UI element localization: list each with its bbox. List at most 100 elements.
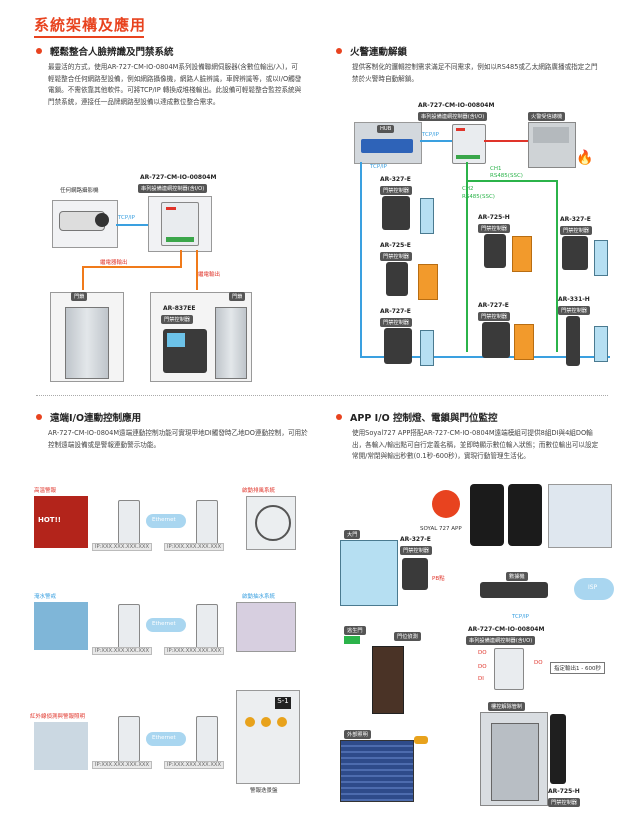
elevator-label: 樓控解除管制 <box>488 702 526 711</box>
door-icon <box>512 236 532 272</box>
exit-sign-icon <box>344 636 360 644</box>
row-right-label: 警報迭景盤 <box>250 788 278 794</box>
fire-alarm-panel-icon <box>528 122 576 168</box>
gate-label: 大門 <box>344 530 361 539</box>
section-divider <box>36 395 608 396</box>
face-reader-icon <box>163 329 207 373</box>
ethernet-cloud-icon: Ethernet <box>146 514 186 528</box>
tcpip-label: TCP/IP <box>118 215 135 221</box>
slim-reader-icon <box>550 714 566 784</box>
io-controller-icon <box>161 202 199 246</box>
door-icon <box>514 324 534 360</box>
timer-label: 指定輸出1 - 600秒 <box>550 662 605 674</box>
ethernet-cloud-icon: Ethernet <box>146 618 186 632</box>
door-panel-right: 門鎖 AR-837EE 門禁控制器 <box>150 292 252 382</box>
bullet-icon <box>36 414 42 420</box>
section-heading-fire-alarm: 火警連動解鎖 <box>336 44 407 58</box>
fan-unit-icon <box>246 496 296 550</box>
exit-door-icon <box>372 646 404 714</box>
device-model: AR-727-CM-IO-00804M <box>140 174 217 181</box>
relay-output-label-2: 繼電輸出 <box>198 272 221 278</box>
door-icon <box>65 307 109 379</box>
door-icon <box>594 240 608 276</box>
phone-screen-icon <box>508 484 542 546</box>
card-reader-icon <box>484 234 506 268</box>
ip-label: IP:XXX.XXX.XXX.XXX <box>92 543 152 551</box>
section-heading-remote-io: 遠端I/O連動控制應用 <box>36 410 141 424</box>
door-icon <box>418 264 438 300</box>
tcpip-link <box>116 224 150 226</box>
relay-output-label: 繼電器輸出 <box>100 260 128 266</box>
light-label: 外部照明 <box>344 730 371 739</box>
hub-panel: HUB <box>354 122 422 164</box>
section-paragraph: 最靈活的方式，使用AR-727-CM-IO-0804M系列設備聯網伺服器(含數位… <box>48 63 302 106</box>
app-logo-icon <box>432 490 460 518</box>
io-controller-icon <box>452 124 486 164</box>
io-controller-icon <box>196 716 218 762</box>
bullet-icon <box>336 414 342 420</box>
row-left-label: 淹水警戒 <box>34 594 57 600</box>
pump-icon <box>236 602 296 652</box>
phone-screen-icon <box>470 484 504 546</box>
door-icon <box>420 330 434 366</box>
bullet-icon <box>336 48 342 54</box>
modem-icon <box>480 582 548 598</box>
door-panel-left: 門鎖 <box>50 292 124 382</box>
door-icon <box>215 307 247 379</box>
section-paragraph: AR-727-CM-IO-0804M遠端連動控制功能可實現甲地DI觸發時乙地DO… <box>48 429 308 449</box>
io-controller-icon <box>118 604 140 650</box>
ip-label: IP:XXX.XXX.XXX.XXX <box>164 647 224 655</box>
app-label: SOYAL 727 APP <box>420 526 462 532</box>
ip-label: IP:XXX.XXX.XXX.XXX <box>92 761 152 769</box>
section-paragraph: 提供客制化的邏輯控制需求滿足不同需求，例如以RS485或乙太網路廣播或指定之門禁… <box>352 63 598 83</box>
row-right-label: 啟動排風系統 <box>242 488 276 494</box>
section-heading-face-recognition: 輕鬆整合人臉辨識及門禁系統 <box>36 44 174 58</box>
isp-cloud-icon: ISP <box>574 578 614 600</box>
io-controller-icon <box>196 604 218 650</box>
modem-label: 數據機 <box>506 572 528 581</box>
keypad-reader-icon <box>482 322 510 358</box>
keypad-reader-icon <box>562 236 588 270</box>
fire-panel-label: 火警受信總機 <box>528 112 566 121</box>
title-underline <box>34 36 144 38</box>
door-icon <box>420 198 434 234</box>
relay-output-line-right <box>196 250 198 290</box>
io-controller-icon <box>196 500 218 546</box>
io-controller-icon <box>118 500 140 546</box>
door-icon <box>594 326 608 362</box>
section-paragraph: 使用Soyal727 APP搭配AR-727-CM-IO-0804M遠端模組可提… <box>352 429 599 460</box>
row-left-label: 紅外線偵測與警報照明 <box>30 714 86 720</box>
relay-output-line-left <box>82 266 182 268</box>
shutter-icon <box>340 740 414 802</box>
io-controller-icon <box>494 648 524 690</box>
flood-scene <box>34 602 88 650</box>
device-model: AR-727-CM-IO-00804M <box>418 102 495 109</box>
row-left-label: 高溫警報 <box>34 488 57 494</box>
section-heading-app-io: APP I/O 控制燈、電鎖與門位監控 <box>336 410 497 424</box>
exit-label: 逃生門 <box>344 626 366 635</box>
page-title: 系統架構及應用 <box>34 16 147 34</box>
factory-scene <box>34 722 88 770</box>
hub-icon <box>361 139 413 153</box>
camera-lens-icon <box>95 213 109 227</box>
ethernet-cloud-icon: Ethernet <box>146 732 186 746</box>
keypad-reader-icon <box>382 196 410 230</box>
glass-door-icon <box>340 540 398 606</box>
camera-label: 任何網路攝影機 <box>60 188 99 194</box>
keypad-reader-icon <box>402 558 428 590</box>
hot-scene: HOT!! <box>34 496 88 548</box>
tablet-screen-icon <box>548 484 612 548</box>
row-right-label: 啟動抽水系統 <box>242 594 276 600</box>
device-panel <box>148 196 212 252</box>
ip-label: IP:XXX.XXX.XXX.XXX <box>92 647 152 655</box>
bullet-icon <box>36 48 42 54</box>
alarm-panel-icon: S-1 <box>236 690 300 784</box>
camera-panel <box>52 200 118 248</box>
io-controller-icon <box>118 716 140 762</box>
slim-reader-icon <box>566 316 580 366</box>
device-tag: 串列設備連網控制器(含I/O) <box>418 112 488 121</box>
device-tag: 串列設備連網控制器(含I/O) <box>138 184 208 193</box>
ip-label: IP:XXX.XXX.XXX.XXX <box>164 543 224 551</box>
fire-icon: 🔥 <box>576 150 594 166</box>
card-reader-icon <box>386 262 408 296</box>
